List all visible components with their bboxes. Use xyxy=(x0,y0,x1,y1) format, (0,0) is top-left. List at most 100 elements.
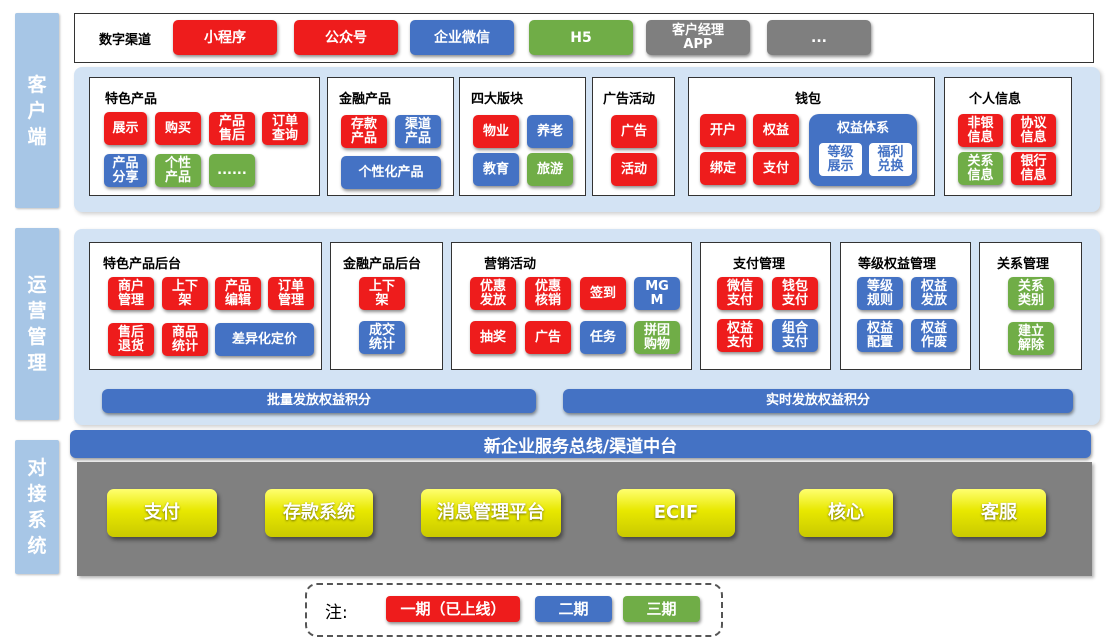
side-label-integration: 对 接 系 统 xyxy=(15,440,59,574)
btn-pay[interactable]: 支付 xyxy=(753,152,799,185)
system-ecif[interactable]: ECIF xyxy=(617,489,735,537)
btn-personal-product[interactable]: 个性 产品 xyxy=(155,154,201,187)
btn-rights-pay[interactable]: 权益 支付 xyxy=(717,319,763,352)
group-title: 金融产品后台 xyxy=(343,257,422,272)
btn-wallet-pay[interactable]: 钱包 支付 xyxy=(772,277,818,310)
btn-rights-config[interactable]: 权益 配置 xyxy=(857,319,903,352)
ops-level-rights: 等级权益管理 等级 规则 权益 发放 权益 配置 权益 作废 xyxy=(840,242,971,370)
side-label-char: 户 xyxy=(27,99,47,122)
group-title: 特色产品 xyxy=(105,92,158,107)
btn-agreement-info[interactable]: 协议 信息 xyxy=(1011,114,1056,147)
btn-coupon-redeem[interactable]: 优惠 核销 xyxy=(525,277,571,310)
btn-product-share[interactable]: 产品 分享 xyxy=(104,154,147,187)
service-bus: 新企业服务总线/渠道中台 xyxy=(70,430,1091,458)
btn-display[interactable]: 展示 xyxy=(104,112,147,145)
ops-marketing: 营销活动 优惠 发放 优惠 核销 签到 MG M 抽奖 广告 任务 拼团 购物 xyxy=(451,242,692,370)
rights-system-title: 权益体系 xyxy=(836,121,889,136)
side-label-char: 对 xyxy=(27,457,47,479)
btn-group-buy[interactable]: 拼团 购物 xyxy=(634,321,680,354)
btn-benefit-redeem[interactable]: 福利 兑换 xyxy=(868,142,913,177)
channel-more[interactable]: ... xyxy=(767,20,871,55)
side-label-char: 系 xyxy=(27,509,47,531)
ops-payment: 支付管理 微信 支付 钱包 支付 权益 支付 组合 支付 xyxy=(700,242,831,370)
btn-more[interactable]: ...... xyxy=(209,154,255,187)
btn-coupon-issue[interactable]: 优惠 发放 xyxy=(470,277,516,310)
btn-personalized-product[interactable]: 个性化产品 xyxy=(341,156,441,189)
btn-channel-product[interactable]: 渠道 产品 xyxy=(395,115,441,148)
btn-property[interactable]: 物业 xyxy=(473,115,519,148)
btn-checkin[interactable]: 签到 xyxy=(580,277,626,310)
btn-realtime-points[interactable]: 实时发放权益积分 xyxy=(563,389,1073,413)
system-customer-service[interactable]: 客服 xyxy=(952,489,1046,537)
channel-official-account[interactable]: 公众号 xyxy=(294,20,398,55)
btn-return[interactable]: 售后 退货 xyxy=(108,323,154,356)
btn-level-display[interactable]: 等级 展示 xyxy=(818,142,863,177)
system-deposit[interactable]: 存款系统 xyxy=(265,489,373,537)
btn-rights-issue[interactable]: 权益 发放 xyxy=(911,277,957,310)
ops-finance-backend: 金融产品后台 上下 架 成交 统计 xyxy=(330,242,443,370)
btn-ads[interactable]: 广告 xyxy=(611,115,657,148)
btn-activity[interactable]: 活动 xyxy=(611,153,657,186)
legend xyxy=(305,583,723,637)
btn-bind[interactable]: 绑定 xyxy=(700,152,746,185)
side-label-char: 统 xyxy=(27,535,47,557)
channel-wecom[interactable]: 企业微信 xyxy=(410,20,514,55)
btn-product-edit[interactable]: 产品 编辑 xyxy=(215,277,261,310)
btn-order-query[interactable]: 订单 查询 xyxy=(262,112,308,145)
side-label-client: 客 户 端 xyxy=(15,13,59,208)
client-wallet: 钱包 开户 权益 绑定 支付 权益体系 等级 展示 福利 兑换 xyxy=(688,77,935,196)
btn-lottery[interactable]: 抽奖 xyxy=(470,321,516,354)
group-title: 关系管理 xyxy=(997,257,1050,272)
btn-travel[interactable]: 旅游 xyxy=(527,153,573,186)
btn-relation-info[interactable]: 关系 信息 xyxy=(958,152,1003,185)
btn-open-account[interactable]: 开户 xyxy=(700,114,746,147)
system-core[interactable]: 核心 xyxy=(799,489,893,537)
side-label-char: 接 xyxy=(27,483,47,505)
btn-marketing-ads[interactable]: 广告 xyxy=(525,321,571,354)
btn-merchant-manage[interactable]: 商户 管理 xyxy=(108,277,154,310)
btn-nonbank-info[interactable]: 非银 信息 xyxy=(958,114,1003,147)
btn-elderly-care[interactable]: 养老 xyxy=(527,115,573,148)
side-label-char: 端 xyxy=(27,125,47,148)
btn-relation-build[interactable]: 建立 解除 xyxy=(1008,322,1054,355)
btn-rights-void[interactable]: 权益 作废 xyxy=(911,319,957,352)
client-financial-products: 金融产品 存款 产品 渠道 产品 个性化产品 xyxy=(327,77,454,196)
btn-level-rules[interactable]: 等级 规则 xyxy=(857,277,903,310)
system-payment[interactable]: 支付 xyxy=(107,489,217,537)
btn-combo-pay[interactable]: 组合 支付 xyxy=(772,319,818,352)
btn-mgm[interactable]: MG M xyxy=(634,277,680,310)
btn-wechat-pay[interactable]: 微信 支付 xyxy=(717,277,763,310)
btn-bank-info[interactable]: 银行 信息 xyxy=(1011,152,1056,185)
group-title: 等级权益管理 xyxy=(858,257,937,272)
btn-rights[interactable]: 权益 xyxy=(753,114,799,147)
btn-relation-type[interactable]: 关系 类别 xyxy=(1008,277,1054,310)
btn-order-manage[interactable]: 订单 管理 xyxy=(268,277,314,310)
ops-special-backend: 特色产品后台 商户 管理 上下 架 产品 编辑 订单 管理 售后 退货 商品 统… xyxy=(89,242,322,370)
btn-goods-stats[interactable]: 商品 统计 xyxy=(162,323,208,356)
btn-purchase[interactable]: 购买 xyxy=(155,112,201,145)
client-four-sections: 四大版块 物业 养老 教育 旅游 xyxy=(459,77,586,196)
client-personal-info: 个人信息 非银 信息 协议 信息 关系 信息 银行 信息 xyxy=(944,77,1072,196)
group-title: 钱包 xyxy=(795,92,822,107)
side-label-char: 理 xyxy=(27,352,47,374)
btn-finance-listing[interactable]: 上下 架 xyxy=(359,277,405,310)
legend-phase1: 一期（已上线） xyxy=(386,596,520,622)
legend-label: 注: xyxy=(325,603,348,623)
side-label-char: 管 xyxy=(27,326,47,348)
channels-label: 数字渠道 xyxy=(99,33,152,48)
channel-h5[interactable]: H5 xyxy=(529,20,633,55)
btn-deposit-product[interactable]: 存款 产品 xyxy=(341,115,387,148)
channel-miniprogram[interactable]: 小程序 xyxy=(173,20,277,55)
side-label-char: 营 xyxy=(27,300,47,322)
btn-deal-stats[interactable]: 成交 统计 xyxy=(359,321,405,354)
btn-education[interactable]: 教育 xyxy=(473,153,519,186)
btn-task[interactable]: 任务 xyxy=(580,321,626,354)
btn-listing[interactable]: 上下 架 xyxy=(162,277,208,310)
side-label-char: 客 xyxy=(27,73,47,96)
system-message-platform[interactable]: 消息管理平台 xyxy=(421,489,561,537)
channel-manager-app[interactable]: 客户经理 APP xyxy=(646,20,750,55)
group-title: 四大版块 xyxy=(471,92,524,107)
btn-differential-pricing[interactable]: 差异化定价 xyxy=(215,323,314,356)
btn-batch-points[interactable]: 批量发放权益积分 xyxy=(102,389,536,413)
btn-after-sales[interactable]: 产品 售后 xyxy=(209,112,255,145)
